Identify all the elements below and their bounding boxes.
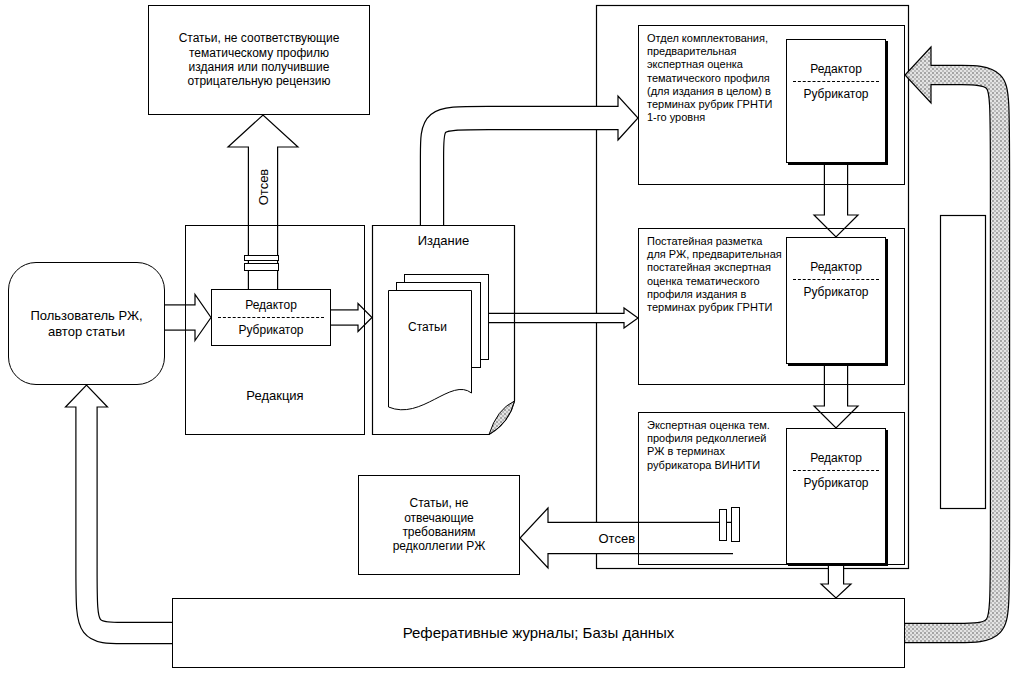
arrow-body — [825, 364, 847, 408]
block-arrow — [165, 295, 211, 341]
arrow-outline — [87, 407, 173, 633]
user-box: Пользователь РЖ, автор статьи — [8, 262, 165, 385]
node-text: Редактор — [810, 451, 862, 465]
side-panel — [941, 216, 986, 509]
editor-box: РедакторРубрикатор — [786, 428, 886, 564]
node-text: Реферативные журналы; Базы данных — [403, 624, 675, 642]
arrow-head — [195, 295, 211, 341]
filter-symbol — [245, 256, 279, 261]
filter-symbol — [732, 508, 740, 542]
discard-box: Статьи, не отвечающие требованиям редкол… — [358, 475, 520, 575]
node-text: Отдел комплектования, предварительная эк… — [647, 32, 782, 124]
node-text: Статьи, не соответствующие тематическому… — [165, 31, 353, 89]
block-arrow — [472, 308, 638, 328]
node-text: Редактор — [245, 298, 297, 312]
arrow-body — [905, 75, 1000, 633]
edge-label: Отсев — [597, 531, 638, 547]
page-curl — [489, 401, 515, 435]
arrow-body — [825, 163, 847, 217]
page-border — [373, 226, 515, 435]
editor-box: РедакторРубрикатор — [211, 289, 331, 346]
arrow-head — [358, 304, 372, 332]
output-band: Реферативные журналы; Базы данных — [172, 598, 905, 668]
page-stack — [388, 290, 472, 415]
edge-label-holder: Отсев — [254, 167, 272, 208]
edge-label-holder: Отсев — [597, 529, 638, 547]
node-text: Пользователь РЖ, автор статьи — [19, 308, 154, 339]
block-arrow — [432, 96, 638, 225]
process-box: Отдел комплектования, предварительная эк… — [638, 25, 905, 185]
node-text: Рубрикатор — [803, 285, 868, 299]
arrow-head — [814, 406, 858, 428]
node-text: Редакция — [246, 388, 303, 404]
node-text: Постатейная разметка для РЖ, предварител… — [647, 235, 782, 314]
node-text: Издание — [418, 233, 470, 249]
dashed-divider — [793, 279, 879, 280]
block-arrow — [331, 304, 372, 332]
node-text: Рубрикатор — [803, 87, 868, 101]
arrow-head — [905, 47, 931, 103]
block-arrow — [814, 163, 858, 237]
arrow-head — [520, 508, 548, 568]
front-page — [389, 291, 472, 410]
block-arrow — [520, 508, 733, 568]
arrow-head — [618, 96, 638, 140]
process-box: Постатейная разметка для РЖ, предварител… — [638, 228, 905, 385]
node-text: Статьи — [408, 320, 472, 334]
arrow-body — [87, 406, 173, 634]
block-arrow — [821, 564, 851, 598]
arrow-head — [624, 308, 638, 328]
arrow-outline — [432, 118, 618, 225]
node-text: Рубрикатор — [238, 323, 303, 337]
block-arrow — [228, 115, 298, 289]
arrow-body — [829, 564, 843, 586]
arrow-body — [547, 523, 734, 553]
node-text: Рубрикатор — [803, 476, 868, 490]
block-arrow — [66, 385, 173, 633]
block-arrow — [814, 364, 858, 428]
node-text: Статьи, не отвечающие требованиям редкол… — [379, 496, 499, 554]
editor-box: РедакторРубрикатор — [786, 39, 886, 163]
editorial-office-box: Редакция РедакторРубрикатор — [185, 225, 365, 435]
node-text: Редактор — [810, 62, 862, 76]
node-text: Экспертная оценка тем. профиля редколлег… — [647, 419, 782, 472]
arrow-body — [432, 118, 620, 225]
arrow-body — [165, 306, 197, 330]
dashed-divider — [218, 317, 324, 318]
arrow-head — [814, 215, 858, 237]
dashed-divider — [793, 81, 879, 82]
filter-symbol — [245, 264, 279, 271]
arrow-head — [821, 584, 851, 598]
arrow-head — [66, 385, 108, 407]
process-box: Экспертная оценка тем. профиля редколлег… — [638, 412, 905, 565]
container-frame — [597, 6, 909, 569]
publication-box: ИзданиеСтатьи — [372, 225, 515, 435]
arrow-outline — [905, 75, 1000, 633]
arrow-body — [331, 311, 360, 325]
discard-box: Статьи, не соответствующие тематическому… — [148, 5, 370, 115]
filter-symbol — [720, 510, 727, 541]
block-arrow — [905, 47, 1000, 633]
articles-stack: Статьи — [388, 290, 472, 415]
editor-box: РедакторРубрикатор — [786, 237, 886, 364]
arrow-body — [472, 314, 626, 322]
arrow-head — [228, 115, 298, 147]
edge-label: Отсев — [256, 167, 272, 208]
node-text: Редактор — [810, 260, 862, 274]
dashed-divider — [793, 470, 879, 471]
